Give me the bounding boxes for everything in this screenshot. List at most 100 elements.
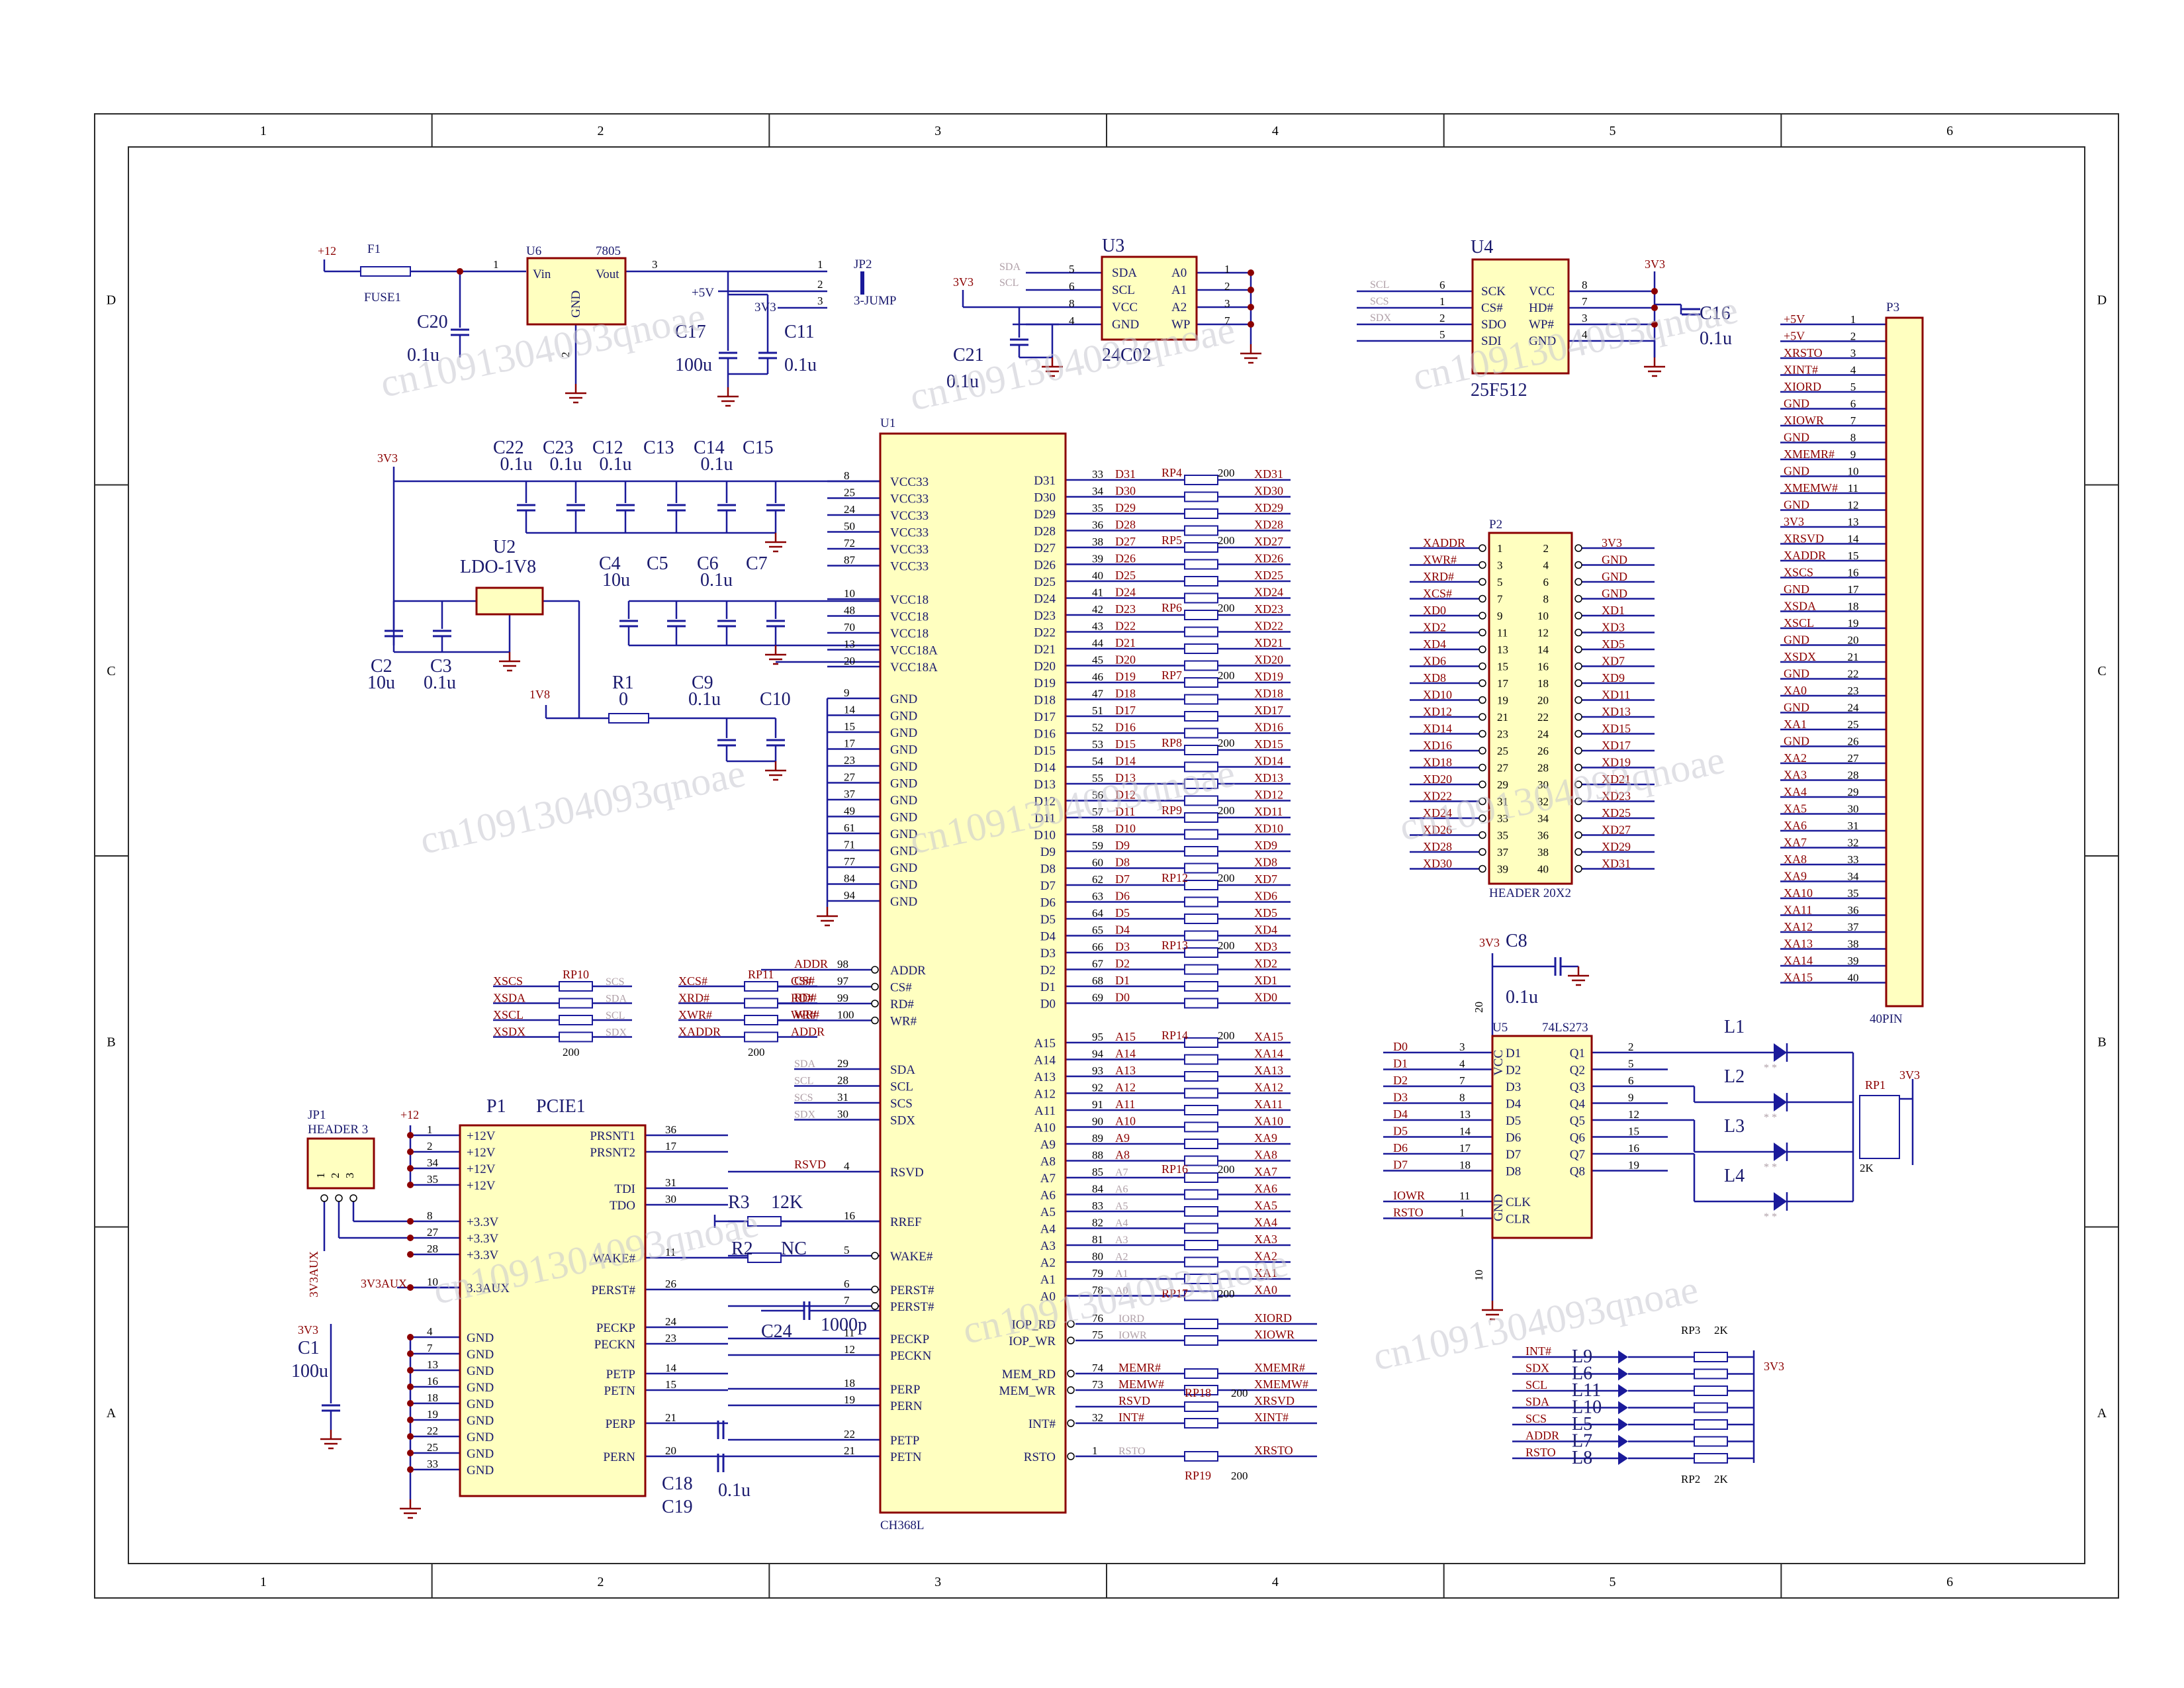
resnet-resistor: [1184, 761, 1218, 773]
capacitor-c20: [451, 328, 469, 336]
junction-dot: [1651, 305, 1658, 311]
zone-col-label-bottom: 6: [1946, 1575, 1953, 1589]
p2-pinnum: 6: [1543, 576, 1549, 588]
p3-net-label: 3V3: [1784, 515, 1804, 528]
capacitor-c9: [717, 739, 736, 747]
junction-dot: [407, 1466, 414, 1473]
xa-net-label: XA10: [1254, 1115, 1283, 1128]
p2-pinnum: 30: [1537, 778, 1549, 791]
u1-net-data: D5: [1115, 906, 1130, 919]
decap-row1-value: 0.1u: [550, 454, 582, 475]
u5-pin-clk: CLK: [1506, 1196, 1531, 1209]
decap-row1-value: 0.1u: [500, 454, 533, 475]
u1-pinnum: 61: [844, 821, 855, 834]
u1-pinnum: 29: [837, 1057, 848, 1070]
u1-net-addr: A2: [1115, 1252, 1128, 1263]
led-ref: L4: [1724, 1166, 1745, 1186]
rp-left-net: XADDR: [678, 1025, 721, 1039]
p3-pinnum: 38: [1848, 938, 1859, 951]
resnet-resistor: [1184, 1451, 1218, 1462]
u1-pinnum: 40: [1092, 569, 1103, 582]
p3-pinnum: 39: [1848, 955, 1859, 967]
u1-net-data: D17: [1115, 704, 1136, 717]
resnet-value: 200: [1218, 534, 1235, 547]
u1-pinnum: 50: [844, 520, 855, 533]
c1-value: 100u: [291, 1361, 328, 1382]
u1-pin-vcc33: VCC33: [890, 492, 929, 506]
resnet-resistor: [1184, 1223, 1218, 1234]
u1-net-data: D6: [1115, 890, 1130, 903]
decap-row1-ref: C12: [592, 438, 623, 458]
u1-pin-a8: A8: [1040, 1155, 1056, 1169]
u5-pinnum: 8: [1459, 1092, 1465, 1104]
resnet-resistor: [1184, 660, 1218, 671]
p2-pinnum: 29: [1497, 778, 1508, 791]
u1-net-data: D21: [1115, 636, 1136, 649]
decap-row2-value: 0.1u: [700, 570, 733, 590]
u1-pin-a2: A2: [1040, 1256, 1056, 1270]
p3-pinnum: 10: [1848, 465, 1859, 478]
eeprom-net-sda: SDA: [999, 261, 1021, 273]
u1-pin-io: MEM_RD: [1002, 1368, 1056, 1382]
p2-left-net: XD26: [1423, 823, 1452, 837]
eeprom-pin-a0: A0: [1171, 266, 1187, 280]
junction-dot: [407, 1149, 414, 1155]
pin-circle: [1574, 645, 1582, 653]
c24-ref: C24: [761, 1321, 792, 1342]
u5-pinnum: 6: [1628, 1074, 1634, 1087]
r1-value: 0: [619, 689, 628, 710]
resnet-resistor: [1184, 1105, 1218, 1115]
resnet-resistor: [1184, 694, 1218, 705]
u5-pin-q: Q5: [1570, 1114, 1585, 1128]
pin-circle: [1574, 594, 1582, 603]
p2-pinnum: 40: [1537, 863, 1549, 876]
pin-circle: [1574, 814, 1582, 822]
u1-pinnum: 75: [1092, 1329, 1103, 1341]
p3-net-label: XA7: [1784, 836, 1807, 849]
u5-pinnum: 9: [1628, 1092, 1634, 1104]
watermark-text: cn1091304093qnoae: [1409, 287, 1742, 399]
p3-pinnum: 18: [1848, 600, 1859, 613]
p2-ref: P2: [1489, 518, 1502, 532]
u1-pin-scl: SCL: [890, 1080, 913, 1094]
p3-net-label: XSCL: [1784, 616, 1814, 630]
u5-net-clk: IOWR: [1393, 1189, 1425, 1202]
u5-net-3v3: 3V3: [1479, 936, 1500, 949]
p2-left-net: XD12: [1423, 705, 1452, 718]
pcie-pinnum: 1: [427, 1123, 433, 1136]
u1-net-data: D28: [1115, 518, 1136, 532]
u5-net-clk: RSTO: [1393, 1206, 1424, 1219]
u1-pin-d3: D3: [1040, 947, 1056, 961]
u1-pinnum: 47: [1092, 688, 1104, 700]
p3-pinnum: 35: [1848, 887, 1859, 900]
p3-net-label: XA12: [1784, 920, 1813, 933]
pcie-pin-left: +12V: [467, 1129, 496, 1143]
decap-row2-ref: C7: [746, 553, 768, 574]
c18-value: 0.1u: [718, 1480, 751, 1501]
u5-pin-q: Q6: [1570, 1131, 1585, 1145]
u1-net-addr: A1: [1115, 1268, 1128, 1280]
u1-pin-cs#: CS#: [890, 981, 912, 995]
jumper-net-3v3: 3V3: [754, 301, 776, 314]
u1-pin-d8: D8: [1040, 863, 1056, 876]
led-lower-ref: L10: [1572, 1397, 1602, 1418]
u1-pinnum: 56: [1092, 789, 1103, 802]
xa-net-label: XA2: [1254, 1250, 1277, 1263]
p2-pinnum: 8: [1543, 593, 1549, 606]
ground-c8: [1568, 966, 1589, 986]
u1-pinnum: 31: [837, 1091, 848, 1103]
decap-row1-ref: C22: [493, 438, 524, 458]
resnet-resistor: [1184, 1054, 1218, 1065]
pcie-value: PCIE1: [536, 1096, 586, 1117]
junction-dot: [407, 1235, 414, 1241]
u1-net-data: D10: [1115, 822, 1136, 835]
pcie-pin-left: GND: [467, 1447, 494, 1461]
pin-circle: [1479, 780, 1486, 788]
decap-row1-ref: C13: [643, 438, 674, 458]
capacitor-c10: [766, 739, 785, 747]
io-net-label: XIOWR: [1254, 1328, 1295, 1341]
resnet-resistor: [1184, 525, 1218, 536]
led-resistor: [1694, 1352, 1728, 1362]
